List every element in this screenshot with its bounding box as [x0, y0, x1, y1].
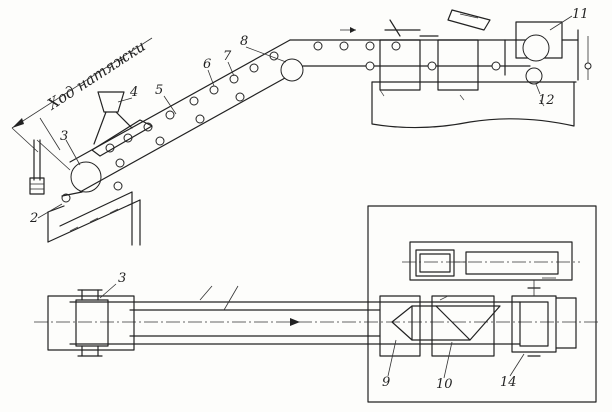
tail-drum-plan	[47, 289, 135, 357]
label-9: 9	[382, 375, 390, 390]
label-7: 7	[223, 49, 232, 64]
drive-station	[515, 21, 592, 85]
label-8: 8	[240, 34, 248, 49]
label-14: 14	[500, 375, 517, 390]
label-12: 12	[538, 93, 555, 108]
incline-idlers	[105, 51, 279, 168]
belt-plan	[34, 285, 598, 345]
label-3-plan: 3	[118, 271, 126, 286]
plan-view: 3 9 10 14	[34, 205, 598, 403]
tripper-carriage	[379, 9, 506, 91]
label-5: 5	[155, 83, 163, 98]
side-elevation: Ход натяжки	[11, 7, 592, 246]
drive-pulley	[522, 34, 550, 62]
label-4: 4	[129, 85, 138, 100]
label-11: 11	[572, 7, 589, 22]
tension-travel-label: Ход натяжки	[44, 37, 149, 114]
tension-drum	[70, 161, 102, 193]
horizontal-belt	[289, 27, 541, 71]
lower-roller	[113, 181, 123, 191]
bend-pulley	[280, 58, 304, 82]
inclined-belt	[61, 39, 291, 197]
label-6: 6	[203, 57, 211, 72]
drive-house-outline	[367, 205, 597, 403]
loading-hopper	[91, 91, 153, 157]
counterweight	[29, 139, 71, 195]
label-2: 2	[29, 211, 38, 226]
foundation	[371, 81, 577, 129]
tension-frame	[47, 191, 141, 246]
label-3: 3	[60, 129, 68, 144]
tripper-plan	[379, 295, 501, 357]
snub-pulley	[525, 67, 543, 85]
head-drum-plan	[511, 277, 577, 357]
drive-unit	[402, 241, 580, 281]
label-10: 10	[436, 377, 453, 392]
